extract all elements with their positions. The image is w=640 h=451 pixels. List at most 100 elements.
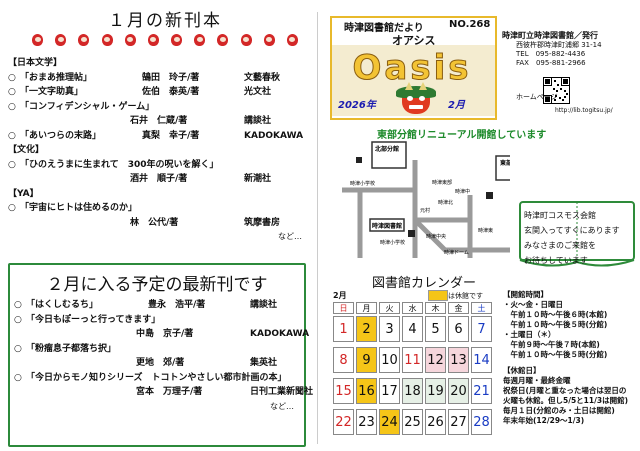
calendar-day[interactable]: 12 bbox=[425, 347, 446, 373]
calendar-day[interactable]: 25 bbox=[402, 409, 423, 435]
upcoming-books-list: ○「はくしむるち」豊永 浩平/著講談社○「今日もぽーっと行ってきます」中島 京子… bbox=[14, 298, 313, 414]
qr-finder bbox=[543, 77, 552, 86]
calendar-day[interactable]: 11 bbox=[402, 347, 423, 373]
calendar-day[interactable]: 23 bbox=[356, 409, 377, 435]
daruma-icon bbox=[101, 34, 113, 46]
library-publisher: 時津町立時津図書館／発行 bbox=[502, 31, 598, 40]
calendar-day[interactable]: 27 bbox=[448, 409, 469, 435]
book-author: 鵠田 玲子/著 bbox=[142, 72, 200, 83]
oasis-banner: 時津図書館だより NO.268 オアシス Oasis 2026年 2月 bbox=[330, 16, 497, 120]
qr-module bbox=[555, 95, 557, 97]
map-main-library-marker bbox=[408, 230, 415, 237]
issue-number: NO.268 bbox=[449, 19, 491, 30]
calendar-day[interactable]: 8 bbox=[333, 347, 354, 373]
bullet-icon: ○ bbox=[14, 343, 22, 354]
new-books-list: 【日本文学】○「おまあ推理帖」鵠田 玲子/著文藝春秋○「一文字助真」佐伯 泰英/… bbox=[8, 56, 308, 245]
map-label-north-branch: 北部分館 bbox=[375, 145, 399, 153]
homepage-url[interactable]: http://lib.togitsu.jp/ bbox=[555, 107, 613, 114]
closed-legend-label: は休館です bbox=[448, 292, 483, 300]
qr-module bbox=[556, 90, 558, 92]
calendar-day[interactable]: 21 bbox=[471, 378, 492, 404]
book-author: 宮本 万理子/著 bbox=[136, 387, 203, 397]
book-title: 「ひのえうまに生まれて 300年の呪いを解く」 bbox=[20, 159, 219, 170]
closed-days-line: 毎月１日(分館のみ・土日は開館) bbox=[503, 406, 615, 415]
more-note: など… bbox=[278, 232, 302, 241]
daruma-icon bbox=[171, 34, 183, 46]
new-books-title: １月の新刊本 bbox=[108, 11, 222, 31]
map-main-library-box bbox=[369, 218, 405, 232]
calendar-day[interactable]: 6 bbox=[448, 316, 469, 342]
calendar-day[interactable]: 10 bbox=[379, 347, 400, 373]
bullet-icon: ○ bbox=[8, 87, 16, 97]
bullet-icon: ○ bbox=[8, 72, 16, 83]
tel-line: TEL 095-882-4436 bbox=[516, 50, 586, 58]
calendar-day[interactable]: 7 bbox=[471, 316, 492, 342]
book-row: 酒井 順子/著 新潮社 bbox=[8, 172, 308, 187]
map-north-branch-box bbox=[371, 141, 407, 169]
calendar-day[interactable]: 18 bbox=[402, 378, 423, 404]
calendar-weekday: 火 bbox=[379, 302, 400, 314]
map-east-branch-box bbox=[495, 155, 510, 181]
calendar-day[interactable]: 2 bbox=[356, 316, 377, 342]
qr-code-icon[interactable] bbox=[543, 77, 570, 104]
opening-hours: 【開館時間】・火～金・日曜日 午前１０時～午後６時(本館) 午前１０時～午後５時… bbox=[503, 290, 628, 426]
calendar-weekday: 月 bbox=[356, 302, 377, 314]
qr-module bbox=[566, 93, 568, 95]
calendar-day[interactable]: 26 bbox=[425, 409, 446, 435]
calendar-day[interactable]: 1 bbox=[333, 316, 354, 342]
book-author: 酒井 順子/著 bbox=[130, 174, 188, 184]
calendar-day[interactable]: 20 bbox=[448, 378, 469, 404]
calendar-day[interactable]: 28 bbox=[471, 409, 492, 435]
calendar-weekday: 土 bbox=[471, 302, 492, 314]
issue-month: 2月 bbox=[448, 100, 465, 111]
calendar-day[interactable]: 14 bbox=[471, 347, 492, 373]
calendar-day[interactable]: 19 bbox=[425, 378, 446, 404]
calendar-day[interactable]: 17 bbox=[379, 378, 400, 404]
calendar-weekday: 日 bbox=[333, 302, 354, 314]
calendar-day[interactable]: 3 bbox=[379, 316, 400, 342]
book-publisher: 新潮社 bbox=[244, 174, 272, 184]
calendar-day[interactable]: 24 bbox=[379, 409, 400, 435]
book-row: ○「宇宙にヒトは住めるのか」 bbox=[8, 201, 308, 216]
book-title: 「粉瘤息子都落ち択」 bbox=[26, 343, 117, 354]
book-author: 真梨 幸子/著 bbox=[142, 130, 200, 141]
calendar-day[interactable]: 15 bbox=[333, 378, 354, 404]
map-road-east bbox=[413, 218, 510, 253]
bullet-icon: ○ bbox=[8, 101, 16, 112]
hours-line: 午前１０時～午後５時(分館) bbox=[503, 350, 608, 359]
oni-mascot-icon bbox=[396, 82, 436, 114]
daruma-icon bbox=[78, 34, 90, 46]
category-heading: 【文化】 bbox=[8, 145, 45, 155]
notice-line: お待ちしています bbox=[524, 256, 588, 265]
calendar-day[interactable]: 4 bbox=[402, 316, 423, 342]
daruma-icon bbox=[147, 34, 159, 46]
book-row: ○「今日からモノ知りシリーズ トコトンやさしい都市計画の本」 bbox=[14, 371, 300, 386]
calendar-day[interactable]: 13 bbox=[448, 347, 469, 373]
calendar-day[interactable]: 9 bbox=[356, 347, 377, 373]
map-label-school: 時津小学校 bbox=[350, 180, 375, 187]
hours-line: 午前９時～午後７時(本館) bbox=[503, 340, 600, 349]
hours-heading: 【開館時間】 bbox=[503, 290, 548, 299]
notice-book-frame bbox=[519, 201, 635, 267]
calendar-weekday: 水 bbox=[402, 302, 423, 314]
oni-mouth bbox=[409, 105, 423, 109]
calendar-day[interactable]: 22 bbox=[333, 409, 354, 435]
qr-module bbox=[557, 84, 559, 86]
map-label-jhs: 時津中 bbox=[455, 188, 470, 195]
qr-module bbox=[559, 97, 561, 99]
category-heading: 【日本文学】 bbox=[8, 58, 63, 68]
calendar-day[interactable]: 5 bbox=[425, 316, 446, 342]
book-title: 「はくしむるち」 bbox=[26, 300, 99, 310]
closed-days-line: 年末年始(12/29～1/3) bbox=[503, 416, 585, 425]
address-line: 西彼杵郡時津町浦郷 31-14 bbox=[516, 41, 602, 49]
notice-text: 時津町コスモス会館 玄関入ってすぐにあります みなさまのご来館を お待ちしていま… bbox=[524, 208, 620, 268]
daruma-icon bbox=[32, 34, 43, 46]
closed-days-line: 火曜も休館。但し5/5と11/3は開館) bbox=[503, 396, 628, 405]
daruma-icon bbox=[286, 34, 298, 46]
qr-module bbox=[560, 88, 562, 90]
book-author: 佐伯 泰英/著 bbox=[142, 87, 200, 97]
calendar-day[interactable]: 16 bbox=[356, 378, 377, 404]
book-publisher: 筑摩書房 bbox=[244, 217, 281, 228]
